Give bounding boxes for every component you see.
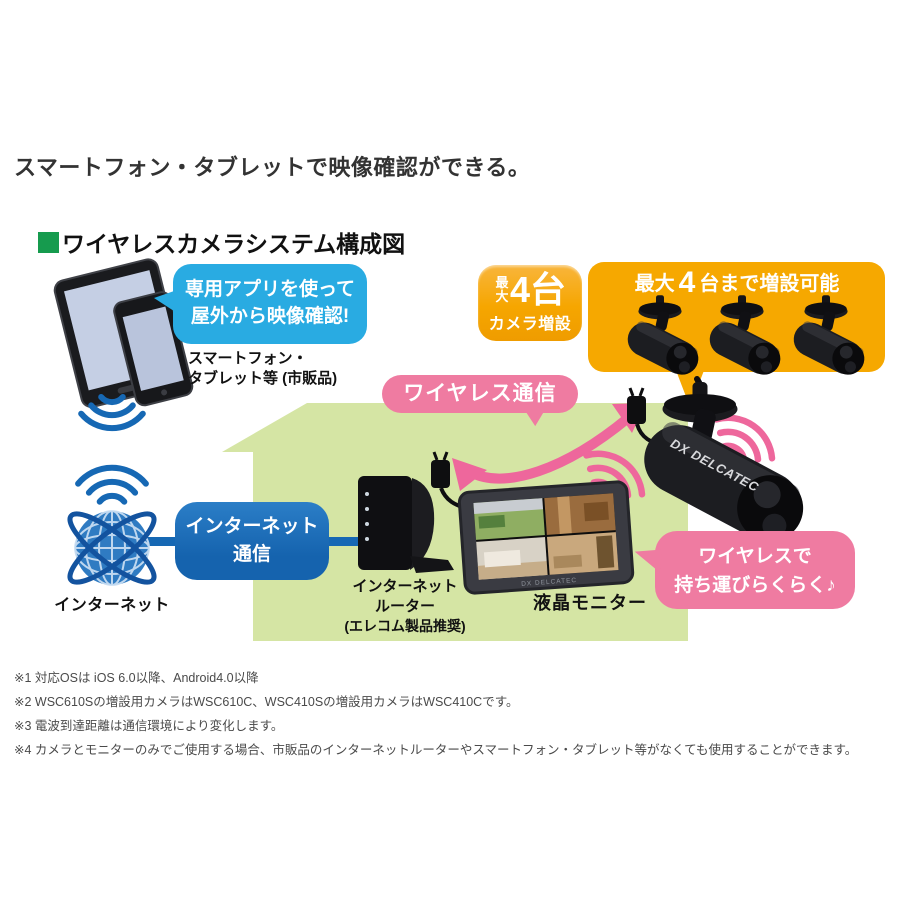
wifi-up-icon (78, 468, 146, 502)
portable-bubble-line1: ワイヤレスで (698, 546, 812, 567)
badge-prefix: 最大 (495, 275, 509, 304)
device-label-line1: スマートフォン・ (188, 350, 308, 367)
footnote-2: ※2 WSC610Sの増設用カメラはWSC610C、WSC410Sの増設用カメラ… (14, 695, 519, 709)
power-adapter-icon (625, 386, 648, 426)
router-icon (358, 476, 454, 573)
router-label: インターネット ルーター (エレコム製品推奨) (330, 577, 480, 635)
section-title-text: ワイヤレスカメラシステム構成図 (62, 231, 406, 257)
router-label-line3: (エレコム製品推奨) (344, 617, 466, 634)
router-label-line1: インターネット (352, 578, 458, 595)
portable-bubble-line2: 持ち運びらくらく♪ (674, 574, 836, 596)
headline: スマートフォン・タブレットで映像確認ができる。 (14, 155, 531, 180)
footnote-3: ※3 電波到達距離は通信環境により変化します。 (14, 719, 284, 733)
camera-count-badge: 最大 4台 カメラ増設 (478, 265, 582, 341)
monitor-icon: DX DELCATEC (457, 480, 635, 595)
globe-icon (67, 510, 157, 586)
router-label-line2: ルーター (374, 597, 435, 615)
footnotes: ※1 対応OSは iOS 6.0以降、Android4.0以降 ※2 WSC61… (14, 666, 890, 762)
section-title: ワイヤレスカメラシステム構成図 (38, 225, 405, 259)
smartphone-icon (113, 291, 194, 407)
banner-prefix: 最大 (634, 273, 675, 295)
device-label-line2: タブレット等 (市販品) (188, 370, 338, 388)
banner-number: 4 (678, 266, 696, 299)
wireless-pill: ワイヤレス通信 (382, 375, 578, 413)
app-bubble-line1: 専用アプリを使って (184, 279, 356, 300)
internet-label: インターネット (54, 597, 170, 614)
app-speech-bubble: 専用アプリを使って 屋外から映像確認! (154, 264, 367, 344)
footnote-1: ※1 対応OSは iOS 6.0以降、Android4.0以降 (14, 671, 259, 685)
app-bubble-line2: 屋外から映像確認! (190, 305, 350, 327)
section-bullet-icon (38, 231, 59, 253)
internet-comm-line2: 通信 (232, 543, 271, 565)
banner-suffix: 台まで増設可能 (699, 273, 840, 295)
internet-comm-line1: インターネット (185, 516, 319, 537)
badge-count: 4台 (509, 269, 567, 310)
badge-caption: カメラ増設 (488, 316, 572, 333)
footnote-4: ※4 カメラとモニターのみでご使用する場合、市販品のインターネットルーターやスマ… (14, 743, 858, 757)
device-label: スマートフォン・ タブレット等 (市販品) (188, 349, 337, 390)
portable-speech-bubble: ワイヤレスで 持ち運びらくらく♪ (655, 531, 855, 609)
internet-comm-label: インターネット 通信 (175, 502, 329, 580)
monitor-label: 液晶モニター (533, 593, 647, 613)
camera-icon-large: DX DELCATEC (644, 376, 804, 542)
monitor-brand-text: DX DELCATEC (521, 577, 577, 588)
